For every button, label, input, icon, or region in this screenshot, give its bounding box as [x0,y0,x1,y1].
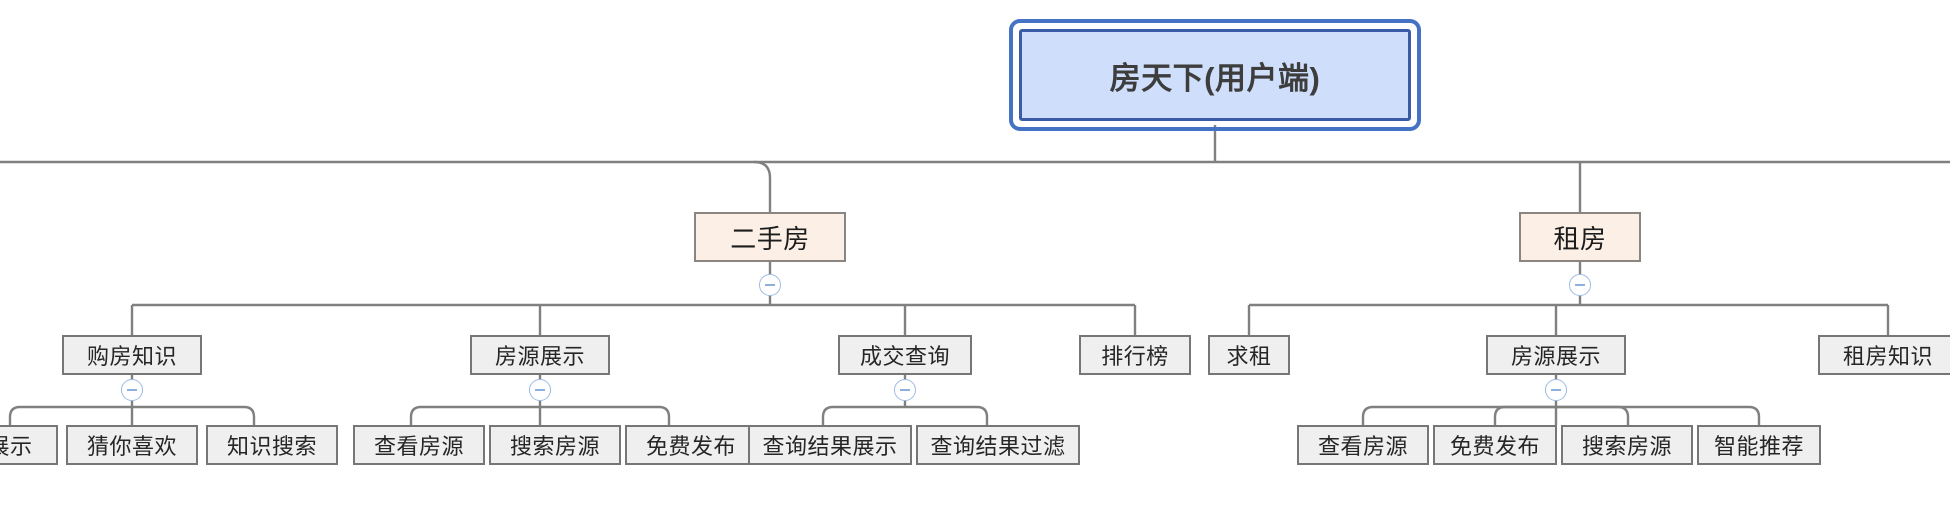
category-node-ershoufang[interactable]: 二手房 [694,212,846,262]
node-cai-ni-xi-huan[interactable]: 猜你喜欢 [66,425,198,465]
node-zu-fang-zhi-shi[interactable]: 租房知识 [1818,335,1950,375]
node-cheng-jiao-cha-xun[interactable]: 成交查询 [838,335,972,375]
minus-icon [127,389,137,391]
node-fang-yuan-zhan-shi-ershou[interactable]: 房源展示 [470,335,610,375]
minus-icon [1575,284,1585,286]
node-cha-kan-fang-yuan-ershou[interactable]: 查看房源 [353,425,485,465]
node-zhan-shi-clipped[interactable]: 展示 [0,425,58,465]
node-cha-kan-fang-yuan-zufang[interactable]: 查看房源 [1297,425,1429,465]
collapse-toggle-cheng-jiao-cha-xun[interactable] [894,379,916,401]
collapse-toggle-fang-yuan-zhan-shi-ershou[interactable] [529,379,551,401]
minus-icon [900,389,910,391]
node-pai-hang-bang[interactable]: 排行榜 [1079,335,1191,375]
minus-icon [1551,389,1561,391]
root-node-fangtianxia[interactable]: 房天下(用户端) [1019,29,1411,121]
node-zhi-neng-tui-jian[interactable]: 智能推荐 [1697,425,1821,465]
node-fang-yuan-zhan-shi-zufang[interactable]: 房源展示 [1486,335,1626,375]
node-mian-fei-fa-bu-ershou[interactable]: 免费发布 [625,425,757,465]
node-cha-xun-jie-guo-guo-lv[interactable]: 查询结果过滤 [916,425,1080,465]
collapse-toggle-ershoufang[interactable] [759,274,781,296]
node-mian-fei-fa-bu-zufang[interactable]: 免费发布 [1433,425,1557,465]
category-node-zufang[interactable]: 租房 [1519,212,1641,262]
collapse-toggle-fang-yuan-zhan-shi-zufang[interactable] [1545,379,1567,401]
node-sou-suo-fang-yuan-ershou[interactable]: 搜索房源 [489,425,621,465]
node-qiu-zu[interactable]: 求租 [1208,335,1290,375]
node-zhi-shi-sou-suo[interactable]: 知识搜索 [206,425,338,465]
node-gou-fang-zhi-shi[interactable]: 购房知识 [62,335,202,375]
root-selection-ring-inner [1015,25,1415,125]
collapse-toggle-gou-fang-zhi-shi[interactable] [121,379,143,401]
node-sou-suo-fang-yuan-zufang[interactable]: 搜索房源 [1561,425,1693,465]
node-cha-xun-jie-guo-zhan-shi[interactable]: 查询结果展示 [748,425,912,465]
minus-icon [535,389,545,391]
collapse-toggle-zufang[interactable] [1569,274,1591,296]
minus-icon [765,284,775,286]
